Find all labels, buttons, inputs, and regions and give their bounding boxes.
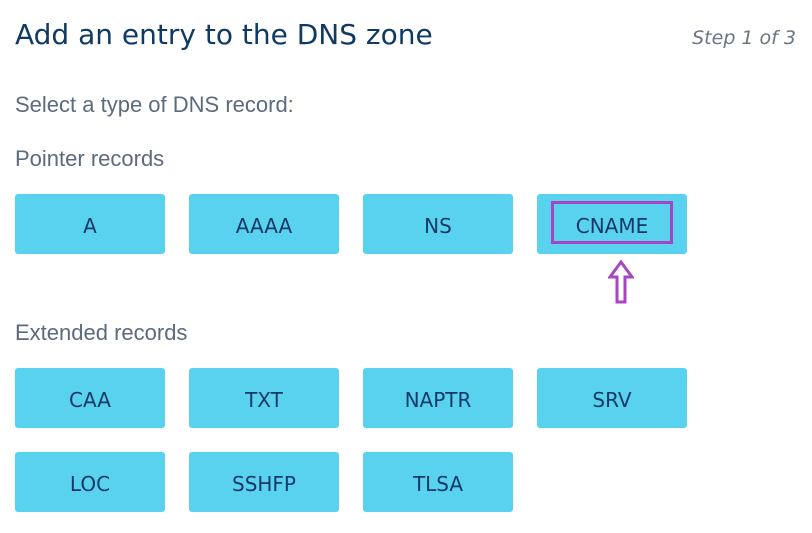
extended-records-heading: Extended records	[15, 320, 188, 345]
step-indicator: Step 1 of 3	[692, 27, 796, 49]
page-title: Add an entry to the DNS zone	[15, 18, 433, 51]
record-button-label: NS	[424, 213, 452, 238]
record-button-tlsa[interactable]: TLSA	[363, 452, 513, 512]
record-button-label: LOC	[69, 471, 111, 496]
record-button-naptr[interactable]: NAPTR	[363, 368, 513, 428]
pointer-records-heading: Pointer records	[15, 146, 165, 171]
record-button-cname[interactable]: CNAME	[537, 194, 687, 254]
record-button-label: SRV	[592, 387, 632, 412]
record-button-label: TXT	[245, 387, 283, 412]
record-button-ns[interactable]: NS	[363, 194, 513, 254]
record-button-a[interactable]: A	[15, 194, 165, 254]
record-type-prompt: Select a type of DNS record:	[15, 92, 294, 117]
record-button-label: AAAA	[235, 213, 293, 238]
record-button-label: CNAME	[575, 213, 649, 238]
arrow-up-icon	[608, 260, 634, 304]
record-button-aaaa[interactable]: AAAA	[189, 194, 339, 254]
record-button-label: CAA	[69, 387, 111, 412]
record-button-label: NAPTR	[404, 387, 472, 412]
record-button-caa[interactable]: CAA	[15, 368, 165, 428]
record-button-srv[interactable]: SRV	[537, 368, 687, 428]
record-button-label: SSHFP	[232, 471, 296, 496]
record-button-txt[interactable]: TXT	[189, 368, 339, 428]
record-button-sshfp[interactable]: SSHFP	[189, 452, 339, 512]
record-button-label: A	[83, 213, 97, 238]
record-button-loc[interactable]: LOC	[15, 452, 165, 512]
record-button-label: TLSA	[412, 471, 464, 496]
